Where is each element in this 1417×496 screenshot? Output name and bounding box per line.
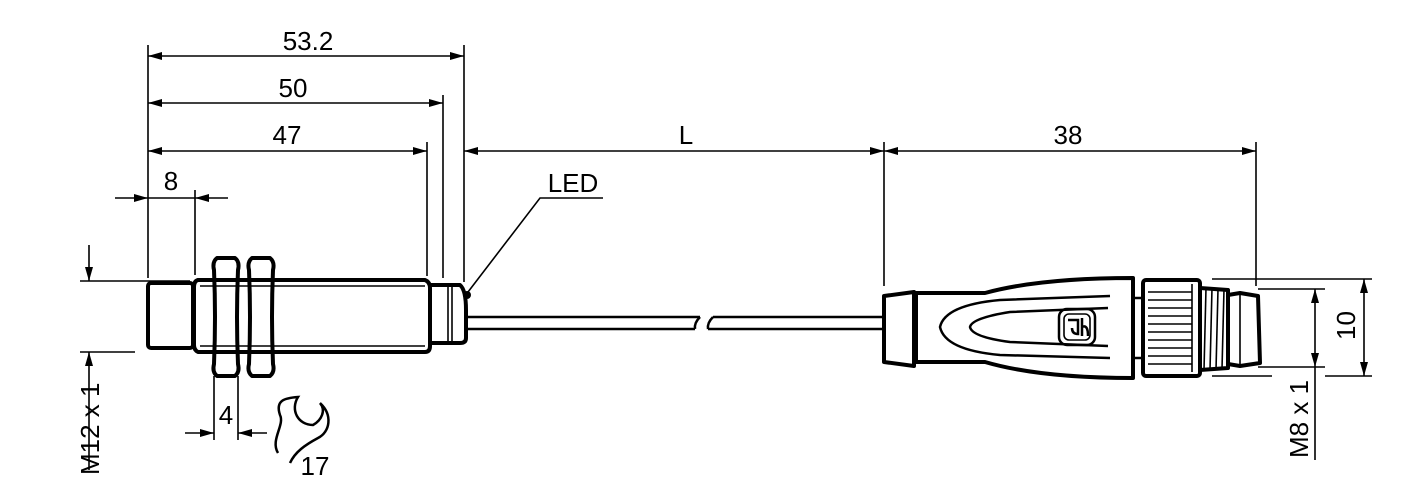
dim-label-connector-length: 38 — [1054, 120, 1083, 150]
dimension-10: 10 — [1212, 278, 1372, 377]
dimension-4: 4 — [185, 376, 267, 440]
connector — [882, 276, 1262, 380]
cable — [466, 315, 884, 331]
thread-lines — [1203, 287, 1225, 371]
dimension-m8: M8 x 1 — [1258, 288, 1325, 460]
dimension-47: 47 — [148, 120, 427, 155]
extension-lines — [147, 45, 1257, 286]
wrench-icon: 17 — [274, 395, 330, 481]
wrench-size-label: 17 — [301, 451, 330, 481]
led-label: LED — [548, 168, 599, 198]
dim-label-thread-length: 50 — [279, 73, 308, 103]
dimension-38: 38 — [884, 120, 1256, 155]
dim-label-connector-thread: M8 x 1 — [1284, 380, 1314, 458]
sensor-body — [146, 256, 468, 378]
dimension-8: 8 — [115, 166, 228, 202]
dim-label-sensor-thread: M12 x 1 — [75, 383, 105, 476]
nut-2 — [246, 256, 276, 378]
knurling — [1148, 284, 1193, 372]
dimension-l: L — [464, 120, 884, 155]
brand-logo — [1057, 307, 1097, 347]
dim-label-cap-length: 8 — [164, 166, 178, 196]
dimension-50: 50 — [148, 73, 443, 107]
nut-1 — [211, 256, 241, 378]
dim-label-body-length: 47 — [273, 120, 302, 150]
led-callout: LED — [463, 168, 603, 299]
dim-label-nut-width: 4 — [219, 400, 233, 430]
dim-label-connector-diameter: 10 — [1331, 311, 1361, 340]
dimension-53-2: 53.2 — [148, 26, 464, 60]
dim-label-cable-length: L — [679, 120, 693, 150]
dim-label-overall: 53.2 — [283, 26, 334, 56]
dimension-m12: M12 x 1 — [75, 245, 190, 475]
